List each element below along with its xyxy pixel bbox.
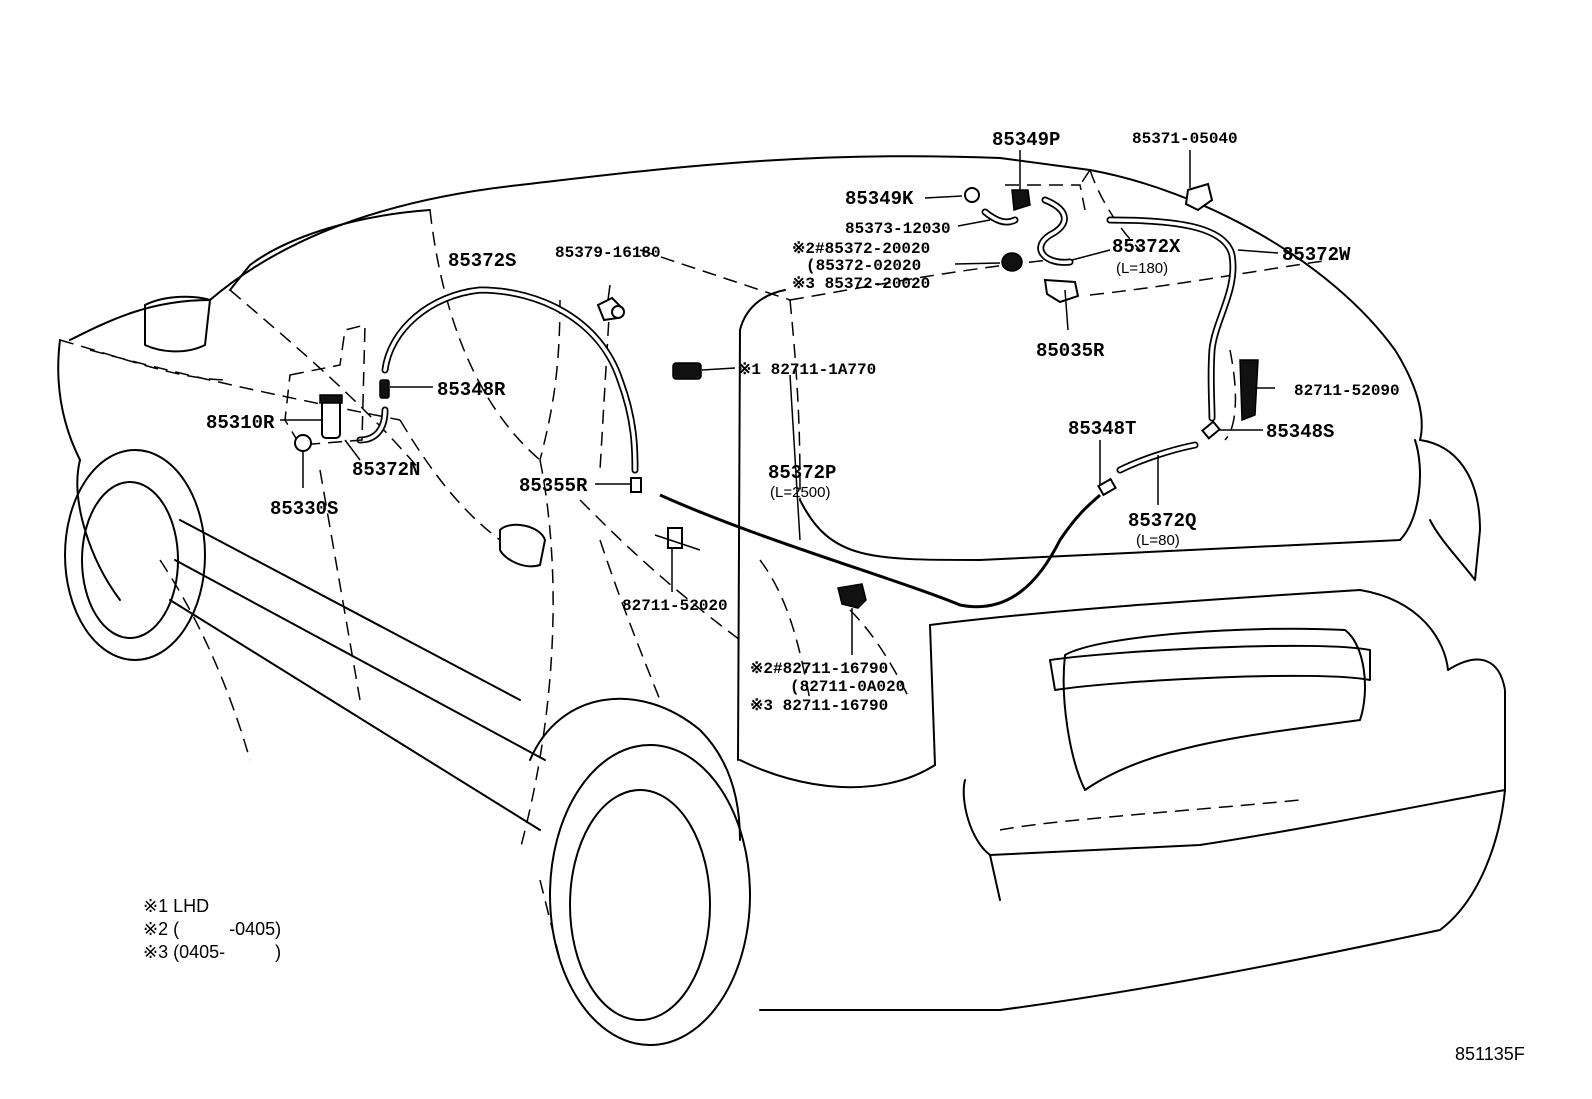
hose-85372S [381,286,639,474]
joint-85349K [964,187,980,203]
label-85348R: 85348R [437,379,506,401]
washer-pump-85310R [321,399,341,439]
label-85372-02020: (85372-02020 [806,257,921,275]
label-85035R: 85035R [1036,340,1105,362]
label-82711-1A770: ※1 82711-1A770 [738,361,876,379]
part-labels: 85349P 85371-05040 85349K 85373-12030 ※2… [206,129,1400,715]
car-body-outline [57,155,1506,1046]
label-85371-05040: 85371-05040 [1132,130,1238,148]
bracket-85371-05040 [1184,182,1214,212]
note-lhd: ※1 LHD [143,896,209,916]
label-85372P: 85372P [768,462,836,484]
label-85349K: 85349K [845,188,914,210]
label-85349P: 85349P [992,129,1060,151]
washer-hoses [356,196,1237,609]
label-85372X: 85372X [1112,236,1181,258]
label-85348T: 85348T [1068,418,1136,440]
label-85372-20020-b: ※3 85372-20020 [792,275,930,293]
label-85348S: 85348S [1266,421,1334,443]
label-85379-16180: 85379-16180 [555,244,661,262]
clamp-82711-1A770 [672,362,702,380]
label-82711-0A020: (82711-0A020 [790,678,905,696]
label-85355R: 85355R [519,475,588,497]
clamp-82711-52020 [667,527,683,549]
note-2: ※2 ( -0405) [143,919,281,939]
label-85310R: 85310R [206,412,275,434]
leader-lines [280,150,1279,655]
grommet-85330S [294,434,312,452]
label-85372S: 85372S [448,250,516,272]
label-82711-52090: 82711-52090 [1294,382,1400,400]
washer-parts [284,182,1259,609]
label-82711-16790-b: ※3 82711-16790 [750,697,888,715]
footnotes: ※1 LHD ※2 ( -0405) ※3 (0405- ) [143,896,281,962]
nozzle-85035R [1043,278,1080,304]
label-85372Q-length: (L=80) [1136,532,1180,549]
label-82711-16790-a: ※2#82711-16790 [750,660,888,678]
label-85372N: 85372N [352,459,420,481]
label-85372-20020-a: ※2#85372-20020 [792,240,930,258]
check-valve-85355R [630,477,642,493]
clamp-82711-16790 [837,583,867,609]
label-85372X-length: (L=180) [1116,260,1168,277]
nozzle-85349P [1011,189,1031,211]
hose-85372P [659,493,1102,609]
joint-85348S [1201,420,1221,440]
grommet-85372-20020 [1001,252,1023,272]
label-85372W: 85372W [1282,244,1351,266]
clamp-82711-52090 [1239,359,1259,422]
label-82711-52020: 82711-52020 [622,597,728,615]
joint-85348R [379,379,390,399]
label-85372Q: 85372Q [1128,510,1196,532]
label-85330S: 85330S [270,498,338,520]
note-3: ※3 (0405- ) [143,942,281,962]
hidden-lines [59,169,1331,961]
figure-id: 851135F [1455,1044,1525,1064]
label-85373-12030: 85373-12030 [845,220,951,238]
joint-85348T [1097,477,1117,497]
label-85372P-length: (L=2500) [770,484,830,501]
